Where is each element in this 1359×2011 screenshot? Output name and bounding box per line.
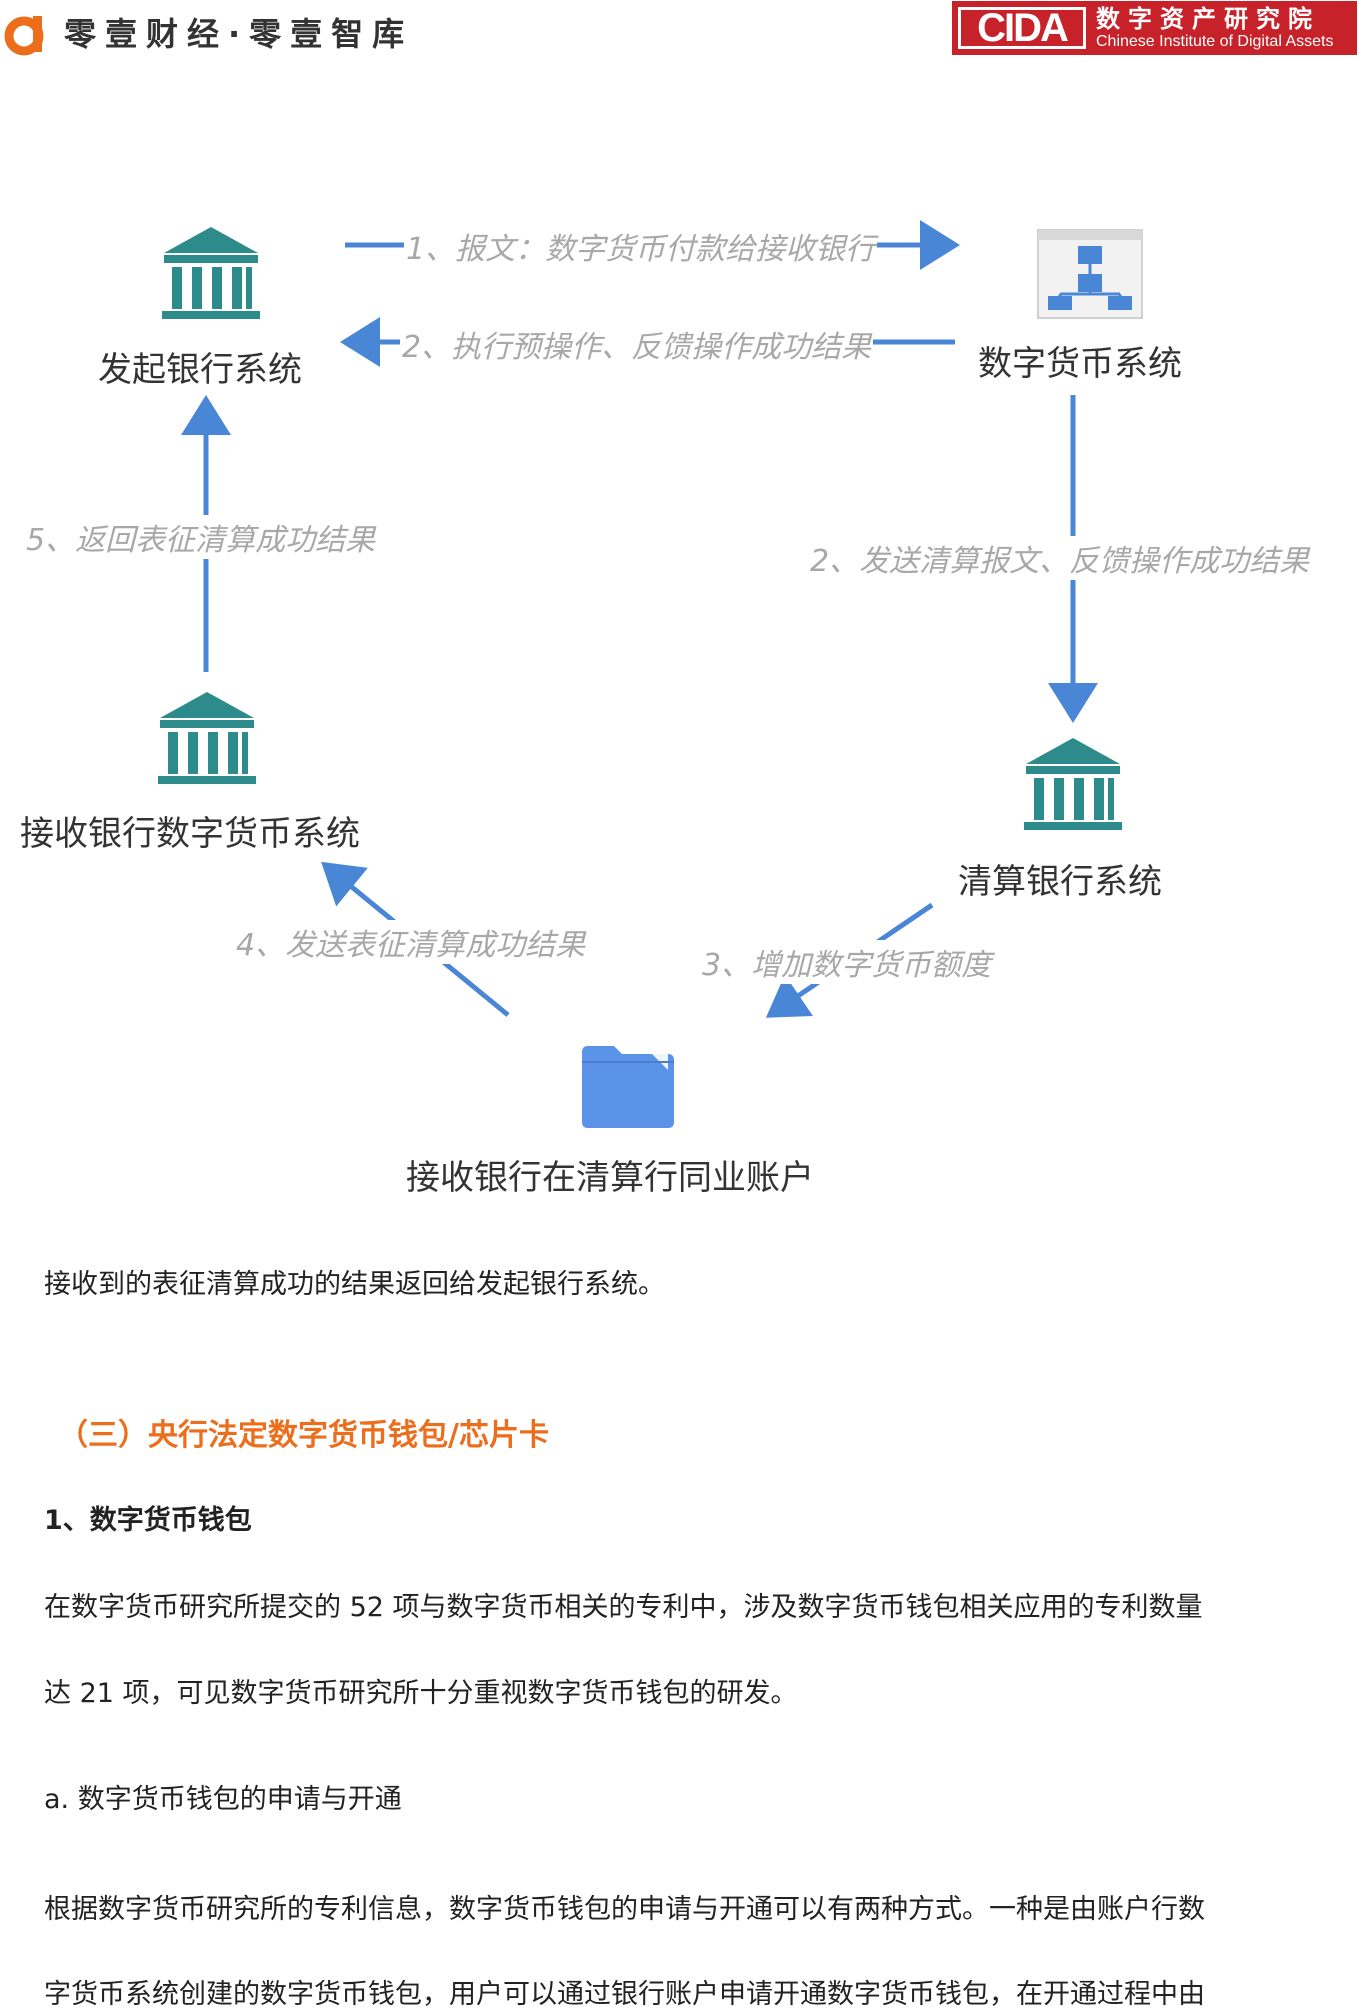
section-title: （三）央行法定数字货币钱包/芯片卡 xyxy=(58,1418,549,1453)
paragraph-3-line-2: 字货币系统创建的数字货币钱包，用户可以通过银行账户申请开通数字货币钱包，在开通过… xyxy=(44,1979,1205,2010)
bank-building-icon xyxy=(162,227,260,319)
edge-label-2b: 2、发送清算报文、反馈操作成功结果 xyxy=(808,536,1312,580)
paragraph-1: 接收到的表征清算成功的结果返回给发起银行系统。 xyxy=(44,1269,665,1300)
node-clearing-bank: 清算银行系统 xyxy=(958,862,1162,902)
header-brand: 零壹财经·零壹智库 xyxy=(0,0,413,64)
bank-building-icon xyxy=(158,692,256,784)
paragraph-2-line-1: 在数字货币研究所提交的 52 项与数字货币相关的专利中，涉及数字货币钱包相关应用… xyxy=(44,1592,1203,1623)
paragraph-2-line-2: 达 21 项，可见数字货币研究所十分重视数字货币钱包的研发。 xyxy=(44,1678,798,1709)
brand-name: 零壹财经·零壹智库 xyxy=(64,15,414,53)
node-interbank-account: 接收银行在清算行同业账户 xyxy=(406,1158,814,1198)
bank-building-icon xyxy=(1024,738,1122,830)
flow-arrows xyxy=(181,220,1098,1018)
node-receiver-bank: 接收银行数字货币系统 xyxy=(20,814,360,854)
brand-logo-icon xyxy=(4,16,44,56)
org-logo-banner: CIDA 数字资产研究院 Chinese Institute of Digita… xyxy=(952,1,1357,55)
cida-logo: CIDA xyxy=(958,6,1086,50)
subsection-title: 1、数字货币钱包 xyxy=(44,1505,252,1536)
node-origin-bank: 发起银行系统 xyxy=(98,350,302,390)
org-name-en: Chinese Institute of Digital Assets xyxy=(1096,33,1334,50)
edge-label-2a: 2、执行预操作、反馈操作成功结果 xyxy=(400,322,874,366)
edge-label-1: 1、报文：数字货币付款给接收银行 xyxy=(404,224,878,268)
edge-label-5: 5、返回表征清算成功结果 xyxy=(24,515,378,559)
node-dc-system: 数字货币系统 xyxy=(978,344,1182,384)
paragraph-3-line-1: 根据数字货币研究所的专利信息，数字货币钱包的申请与开通可以有两种方式。一种是由账… xyxy=(44,1894,1205,1925)
folder-icon xyxy=(582,1046,674,1128)
org-name-cn: 数字资产研究院 xyxy=(1096,5,1320,33)
edge-label-3: 3、增加数字货币额度 xyxy=(700,940,994,984)
list-item-a: a. 数字货币钱包的申请与开通 xyxy=(44,1784,402,1815)
edge-label-4: 4、发送表征清算成功结果 xyxy=(234,920,588,964)
org-chart-icon xyxy=(1037,229,1143,319)
